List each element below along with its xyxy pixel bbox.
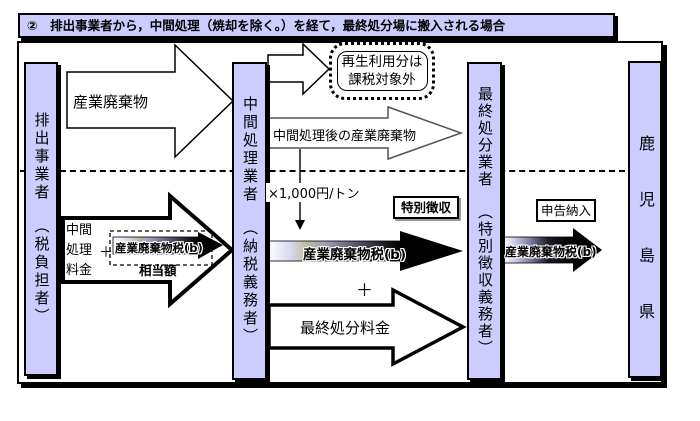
equivalent-amount-label: 相当額: [139, 263, 177, 278]
final-disposal-fee-label: 最終処分料金: [300, 319, 391, 337]
waste-tax-label-mid: 産業廃棄物税(b): [303, 247, 407, 263]
tax-rate-label: ×1,000円/トン: [266, 183, 362, 202]
tax-boundary-dashed-line: [20, 170, 625, 172]
plus-sign-mid: ＋: [356, 281, 373, 301]
generator-box: 排出事業者（税負担者）: [24, 62, 58, 376]
recycle-exempt-note-text: 再生利用分は 課税対象外: [336, 50, 428, 92]
final-disposer-box: 最終処分業者（特別徴収義務者）: [467, 62, 502, 380]
final-disposer-label: 最終処分業者（特別徴収義務者）: [476, 85, 494, 357]
recycle-exempt-note: 再生利用分は 課税対象外: [329, 42, 435, 100]
intermediate-fee-label: 中間 処理 料金: [66, 223, 93, 278]
prefecture-box: 鹿児島県: [628, 61, 662, 378]
intermediate-processor-box: 中間処理業者（納税義務者）: [232, 62, 267, 380]
generator-label: 排出事業者（税負担者）: [32, 112, 51, 326]
diagram-title: ② 排出事業者から，中間処理（焼却を除く。）を経て，最終処分場に搬入される場合: [18, 13, 615, 38]
waste-tax-label-right: 産業廃棄物税(b): [505, 245, 597, 259]
special-collection-badge: 特別徴収: [393, 196, 459, 219]
intermediate-processor-label: 中間処理業者（納税義務者）: [241, 96, 259, 346]
waste-tax-label-mini: 産業廃棄物税(b): [115, 241, 203, 255]
plus-sign-intermediate: ＋: [99, 245, 113, 261]
industrial-waste-label: 産業廃棄物: [73, 93, 149, 111]
after-treatment-waste-label: 中間処理後の産業廃棄物: [273, 129, 417, 144]
report-and-pay-badge: 申告納入: [536, 199, 596, 222]
prefecture-label: 鹿児島県: [636, 135, 655, 359]
